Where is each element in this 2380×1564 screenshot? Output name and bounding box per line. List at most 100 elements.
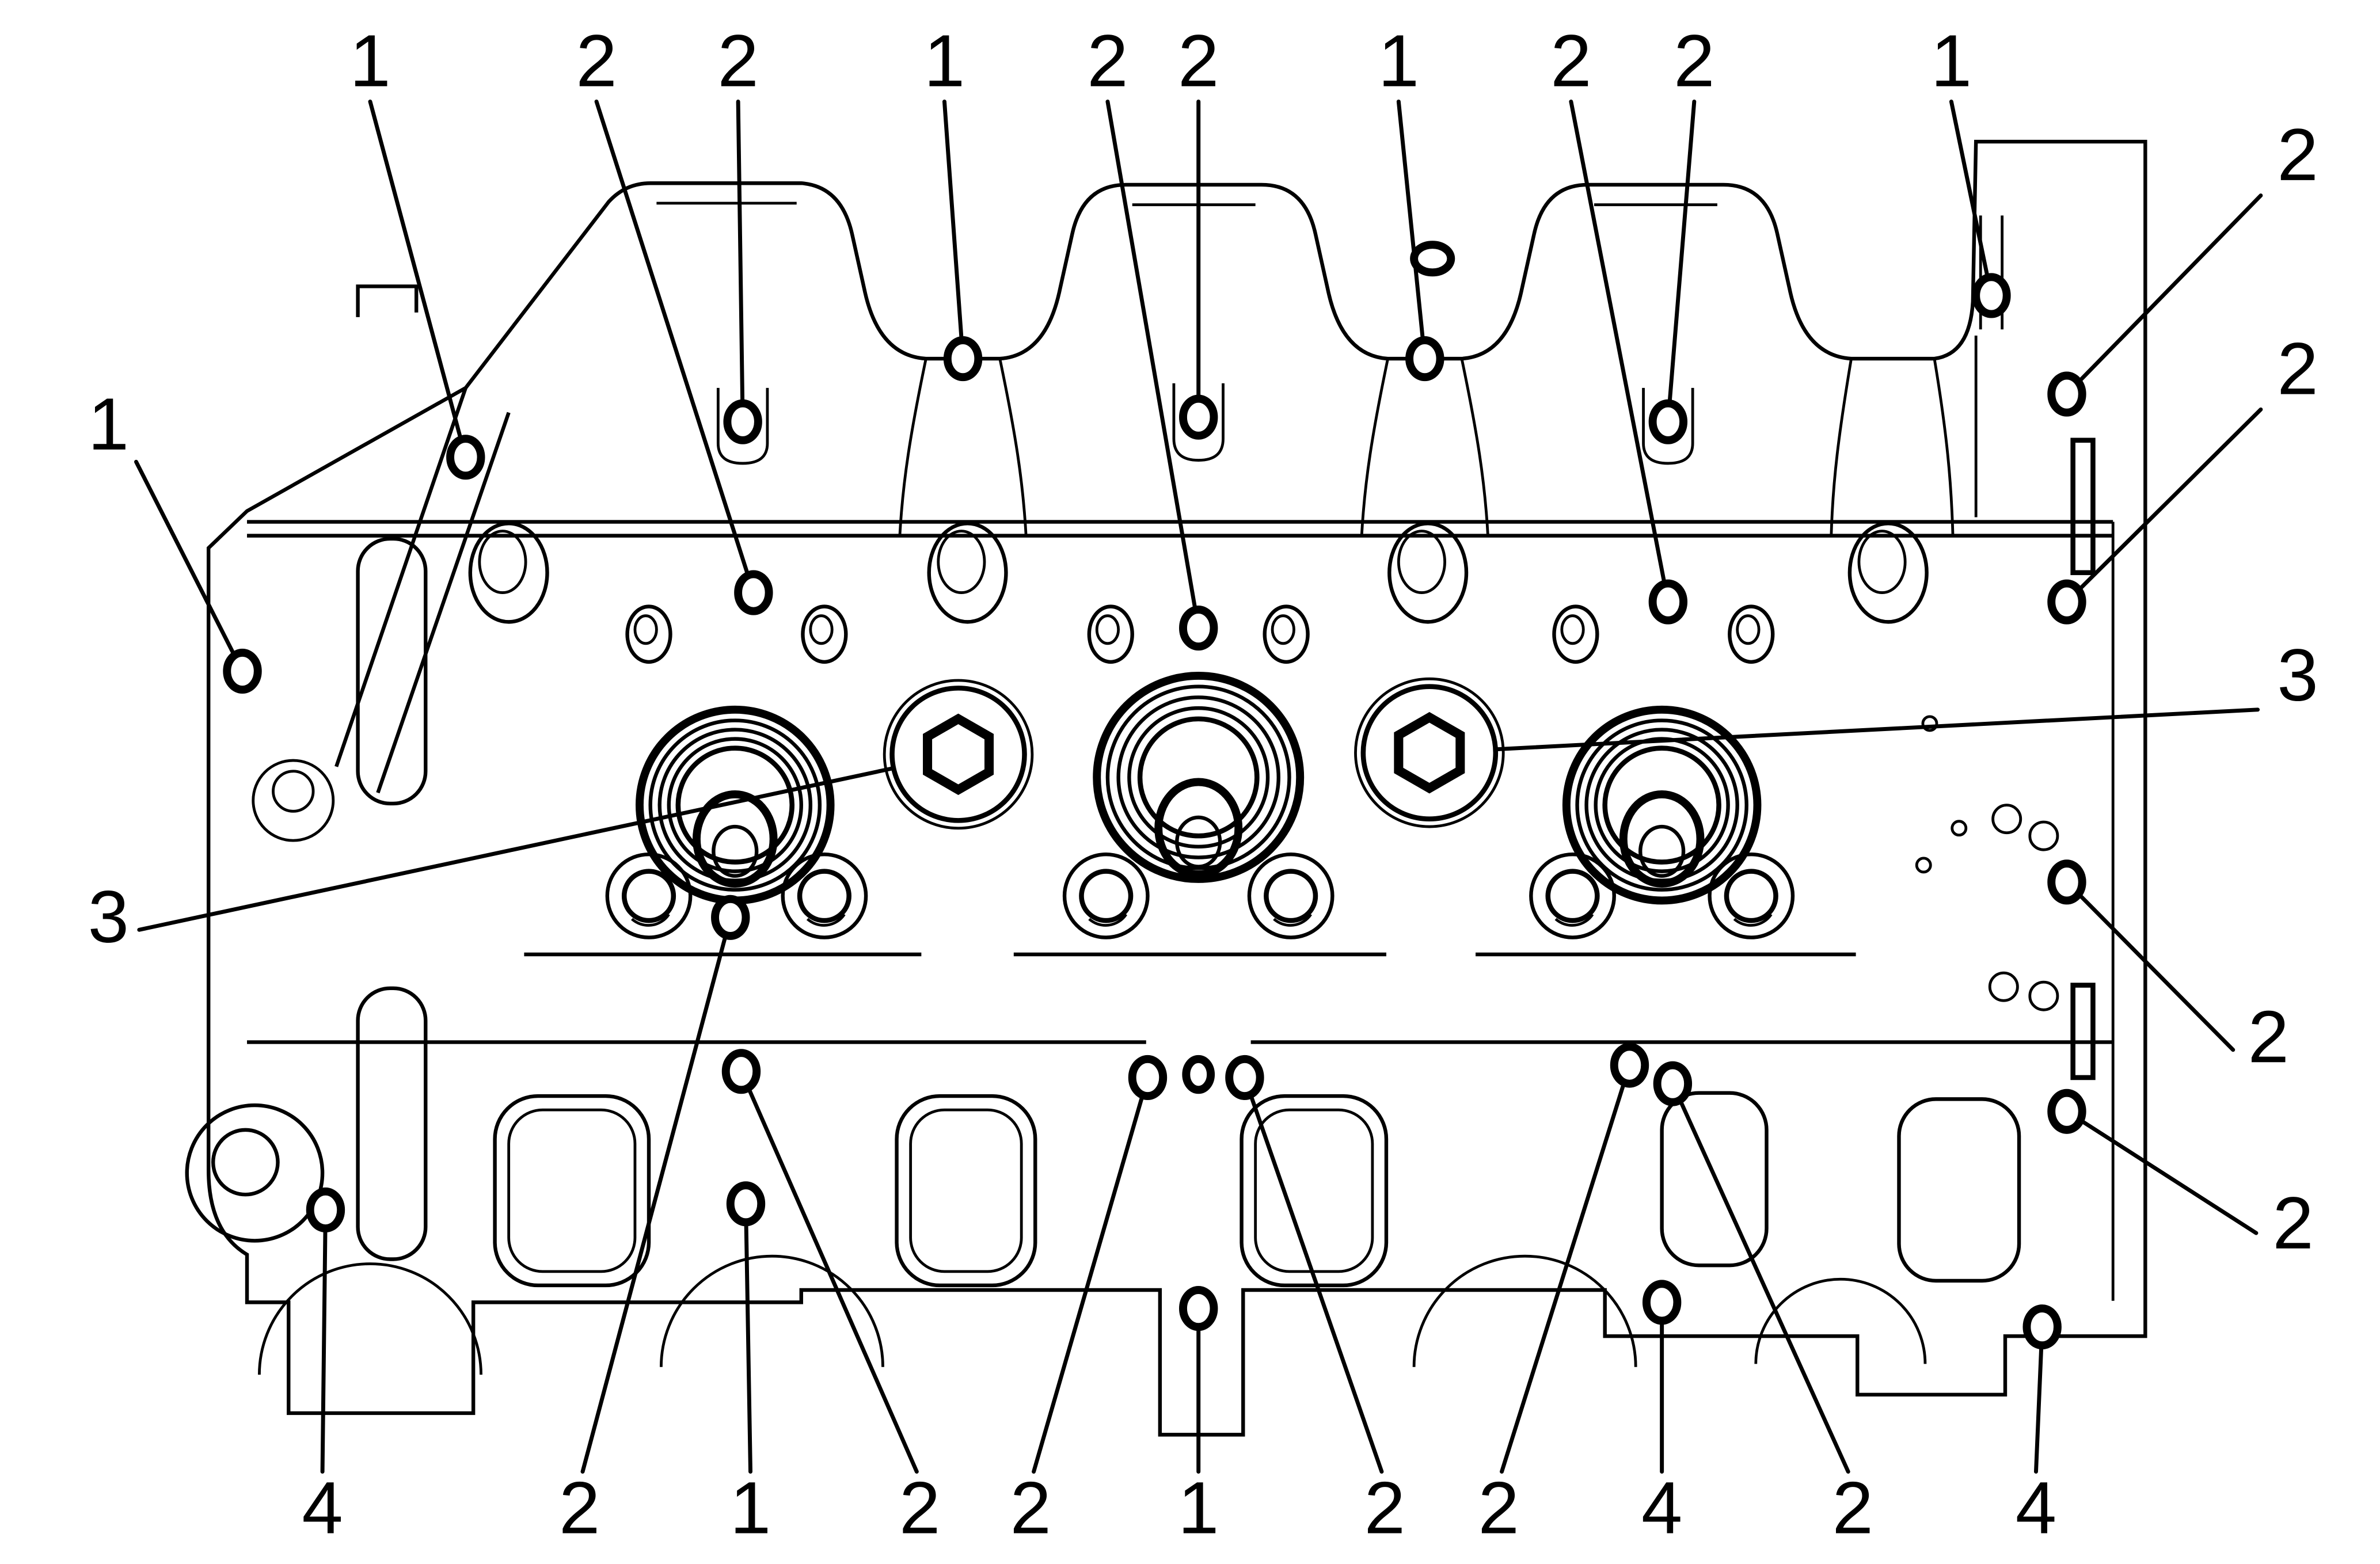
deck-lines (247, 952, 2113, 1044)
callout-label-1: 2 (576, 20, 617, 102)
callout-label-8: 2 (1674, 20, 1714, 102)
callout-label-11: 2 (2277, 328, 2318, 410)
rail-notches (716, 383, 1694, 465)
bracket-boss-hole (272, 770, 315, 813)
leader-line-8 (1666, 100, 1697, 424)
bracket-slot-lower (356, 986, 428, 1261)
bolt-hole-6 (1405, 336, 1444, 382)
bolt-hole-14 (2047, 1089, 2086, 1134)
bracket-boss (252, 759, 335, 842)
bolt-hole-22 (1179, 1286, 1218, 1331)
leader-line-6 (1396, 100, 1427, 361)
callout-label-23: 2 (1364, 1467, 1405, 1550)
callout-label-20: 2 (899, 1467, 940, 1550)
leader-lines (134, 100, 2263, 1474)
leader-line-16 (137, 752, 961, 932)
leader-line-23 (1242, 1075, 1384, 1474)
leader-line-20 (739, 1069, 919, 1474)
bolt-hole-21 (1128, 1055, 1168, 1100)
bolt-hole-1 (734, 570, 773, 615)
bore-arcs (258, 1254, 1927, 1375)
spark-plug-tube-boss-1 (636, 705, 835, 905)
leader-line-27 (2034, 1325, 2044, 1474)
fastener-holes (223, 273, 2086, 1350)
leader-line-12 (1427, 707, 2260, 755)
bolt-hole-2 (723, 399, 762, 444)
upper-oval-ports (468, 522, 1929, 664)
leader-line-10 (2065, 193, 2263, 397)
cylinder-head-artwork (185, 139, 2147, 1437)
callout-label-24: 2 (1478, 1467, 1519, 1550)
dowel-slot-upper (2070, 437, 2096, 576)
leader-line-11 (2065, 407, 2263, 604)
bolt-hole-26 (1653, 1061, 1693, 1106)
callout-label-19: 1 (730, 1467, 771, 1550)
callout-label-18: 2 (559, 1467, 600, 1550)
callout-label-3: 1 (924, 20, 965, 102)
leader-line-21 (1032, 1075, 1150, 1474)
callout-label-15: 1 (88, 383, 129, 466)
hex-plug-right (1354, 677, 1505, 828)
callout-label-27: 4 (2016, 1467, 2056, 1550)
callout-label-6: 1 (1378, 20, 1419, 102)
leader-line-13 (2065, 880, 2235, 1052)
leader-line-17 (320, 1208, 328, 1474)
bracket-slot-upper (356, 536, 428, 806)
bolt-hole-15 (223, 648, 262, 694)
leader-line-2 (736, 100, 745, 424)
bolt-hole-0 (446, 435, 485, 480)
bolt-hole-3 (943, 336, 983, 382)
bolt-hole-24 (1610, 1042, 1649, 1088)
callout-label-10: 2 (2277, 114, 2318, 196)
leader-line-19 (744, 1201, 752, 1474)
callout-label-21: 2 (1010, 1467, 1051, 1550)
hex-socket-icon (1394, 711, 1465, 794)
bolt-hole-13 (2047, 859, 2086, 905)
callout-label-25: 4 (1641, 1467, 1682, 1550)
leader-line-1 (594, 100, 756, 595)
dowel-slot-lower (2070, 983, 2096, 1080)
callout-label-5: 2 (1178, 20, 1219, 102)
leader-line-9 (1949, 100, 1994, 298)
bolt-hole-8 (1648, 399, 1688, 444)
spark-plug-tube-boss-2 (1093, 672, 1305, 883)
bolt-hole-11 (2047, 579, 2086, 625)
bolt-hole-27 (2022, 1304, 2062, 1350)
bolt-hole-5 (1179, 394, 1218, 440)
hex-plug-left (883, 679, 1034, 830)
callout-label-14: 2 (2272, 1182, 2313, 1265)
callout-label-17: 4 (302, 1467, 343, 1550)
arch-inner-lines (656, 201, 1717, 207)
leader-line-15 (134, 459, 245, 673)
exhaust-ports (493, 1091, 2021, 1288)
leader-line-3 (942, 100, 965, 361)
callout-label-13: 2 (2248, 996, 2289, 1078)
lower-left-boss (185, 1103, 325, 1243)
bolt-hole-4 (1179, 606, 1218, 651)
leader-line-18 (580, 915, 733, 1474)
bolt-hole-25 (1642, 1280, 1682, 1325)
callout-label-12: 3 (2277, 634, 2318, 717)
leader-line-7 (1569, 100, 1670, 604)
left-bracket-edges (334, 284, 511, 794)
lower-left-boss-hole (211, 1128, 280, 1197)
leader-line-4 (1105, 100, 1201, 630)
bolt-hole-10 (2047, 371, 2086, 417)
callout-label-22: 1 (1178, 1467, 1219, 1550)
right-face-holes (1915, 715, 2059, 1011)
callout-label-4: 2 (1087, 20, 1128, 102)
bolt-hole-20 (721, 1049, 761, 1094)
leader-line-24 (1500, 1063, 1632, 1474)
leader-line-14 (2065, 1109, 2259, 1235)
bolt-hole-19 (726, 1181, 766, 1227)
mid-bores (605, 852, 1795, 939)
leader-line-0 (368, 100, 468, 459)
bolt-hole-9 (1972, 273, 2011, 318)
callout-label-9: 1 (1931, 20, 1972, 102)
callout-label-16: 3 (88, 876, 129, 958)
right-notch (1974, 215, 2004, 517)
hex-plugs (883, 677, 1505, 830)
coil-hole (1410, 241, 1455, 277)
